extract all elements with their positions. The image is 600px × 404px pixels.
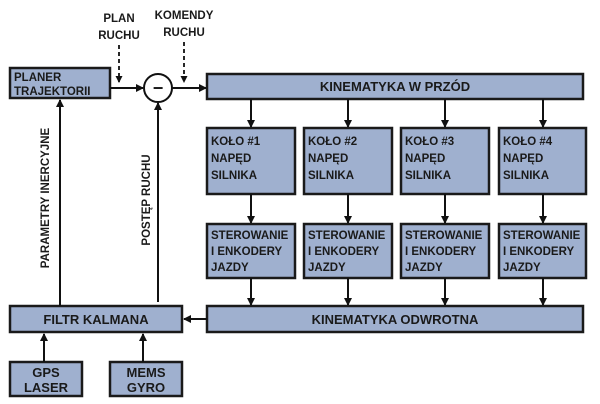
svg-text:MEMS: MEMS [127, 365, 166, 380]
wheel-column-4: KOŁO #4 NAPĘD SILNIKA STEROWANIE I ENKOD… [497, 99, 588, 306]
svg-text:STEROWANIE: STEROWANIE [503, 230, 581, 242]
wheel-column-3: KOŁO #3 NAPĘD SILNIKA STEROWANIE I ENKOD… [399, 99, 491, 306]
wheel-control-block [302, 222, 394, 280]
svg-text:−: − [153, 78, 164, 98]
svg-text:FILTR KALMANA: FILTR KALMANA [43, 312, 149, 327]
forward-kinematics-block: KINEMATYKA W PRZÓD [205, 72, 585, 101]
svg-text:PLANER: PLANER [14, 72, 62, 84]
wheel-drive-block [399, 126, 491, 196]
svg-text:SILNIKA: SILNIKA [503, 170, 549, 182]
svg-text:I ENKODERY: I ENKODERY [211, 246, 282, 258]
svg-text:STEROWANIE: STEROWANIE [405, 230, 483, 242]
inverse-kinematics-block: KINEMATYKA ODWROTNA [205, 304, 585, 334]
svg-text:I ENKODERY: I ENKODERY [308, 246, 379, 258]
svg-text:NAPĘD: NAPĘD [503, 153, 543, 165]
wheel-drive-block [302, 126, 394, 196]
svg-text:NAPĘD: NAPĘD [308, 153, 348, 165]
komendy-ruchu-label: KOMENDY RUCHU [155, 10, 214, 39]
svg-text:KOŁO #1: KOŁO #1 [211, 136, 261, 148]
wheel-drive-block [205, 126, 297, 196]
svg-text:KOŁO #2: KOŁO #2 [308, 136, 357, 148]
svg-text:RUCHU: RUCHU [163, 27, 205, 39]
svg-text:PLAN: PLAN [103, 13, 134, 25]
svg-text:JAZDY: JAZDY [308, 262, 346, 274]
svg-text:I ENKODERY: I ENKODERY [503, 246, 574, 258]
svg-text:JAZDY: JAZDY [503, 262, 541, 274]
svg-text:KINEMATYKA W PRZÓD: KINEMATYKA W PRZÓD [320, 79, 470, 94]
svg-text:SILNIKA: SILNIKA [405, 170, 451, 182]
kalman-filter-block: FILTR KALMANA [8, 304, 184, 334]
svg-text:STEROWANIE: STEROWANIE [211, 230, 289, 242]
gps-laser-block: GPS LASER [8, 360, 84, 398]
svg-text:KINEMATYKA ODWROTNA: KINEMATYKA ODWROTNA [312, 312, 479, 327]
svg-text:I ENKODERY: I ENKODERY [405, 246, 476, 258]
svg-text:NAPĘD: NAPĘD [405, 153, 445, 165]
wheel-column-2: KOŁO #2 NAPĘD SILNIKA STEROWANIE I ENKOD… [302, 99, 394, 306]
svg-text:NAPĘD: NAPĘD [211, 153, 251, 165]
svg-text:KOŁO #3: KOŁO #3 [405, 136, 454, 148]
svg-text:RUCHU: RUCHU [98, 30, 140, 42]
svg-text:GPS: GPS [32, 365, 60, 380]
wheel-column-1: KOŁO #1 NAPĘD SILNIKA STEROWANIE I ENKOD… [205, 99, 297, 306]
inertial-params-label: PARAMETRY INERCYJNE [40, 127, 52, 268]
progress-label: POSTĘP RUCHU [141, 154, 153, 245]
svg-text:SILNIKA: SILNIKA [308, 170, 354, 182]
svg-text:STEROWANIE: STEROWANIE [308, 230, 386, 242]
wheel-control-block [399, 222, 491, 280]
svg-text:GYRO: GYRO [127, 380, 165, 395]
svg-text:KOŁO #4: KOŁO #4 [503, 136, 553, 148]
svg-text:KOMENDY: KOMENDY [155, 10, 214, 22]
summing-node: − [143, 73, 173, 103]
plan-ruchu-label: PLAN RUCHU [98, 13, 140, 42]
planner-block: PLANER TRAJEKTORII [8, 66, 112, 100]
svg-text:TRAJEKTORII: TRAJEKTORII [14, 86, 90, 98]
svg-text:JAZDY: JAZDY [405, 262, 443, 274]
mems-gyro-block: MEMS GYRO [108, 360, 184, 398]
wheel-drive-block [497, 126, 588, 196]
svg-text:LASER: LASER [24, 380, 69, 395]
svg-text:SILNIKA: SILNIKA [211, 170, 257, 182]
svg-text:JAZDY: JAZDY [211, 262, 249, 274]
